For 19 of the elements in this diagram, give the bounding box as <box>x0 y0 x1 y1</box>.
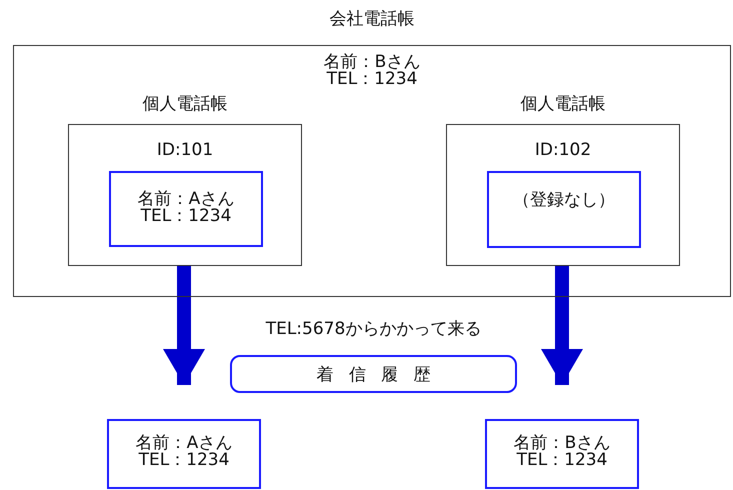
note-text: TEL:5678からかかって来る <box>264 320 482 338</box>
entry-box <box>485 419 639 489</box>
entry-text: 着信履歴 <box>316 366 447 384</box>
heading: 個人電話帳 <box>520 95 606 113</box>
heading: 会社電話帳 <box>328 10 416 28</box>
history-box <box>230 355 517 393</box>
heading: 個人電話帳 <box>142 95 228 113</box>
entry-box <box>107 419 261 489</box>
arrow <box>541 265 583 385</box>
id-text: ID:102 <box>534 141 592 159</box>
entry-text: 名前：Aさん TEL：1234 <box>136 191 236 225</box>
entry-box <box>487 171 641 248</box>
id-text: ID:101 <box>156 141 214 159</box>
entry-text: 名前：Bさん TEL：1234 <box>322 54 422 88</box>
entry-text: 名前：Bさん TEL：1234 <box>512 435 612 469</box>
entry-box <box>109 171 263 247</box>
arrow <box>163 265 205 385</box>
entry-text: 名前：Aさん TEL：1234 <box>134 435 234 469</box>
entry-text: （登録なし） <box>512 191 616 209</box>
